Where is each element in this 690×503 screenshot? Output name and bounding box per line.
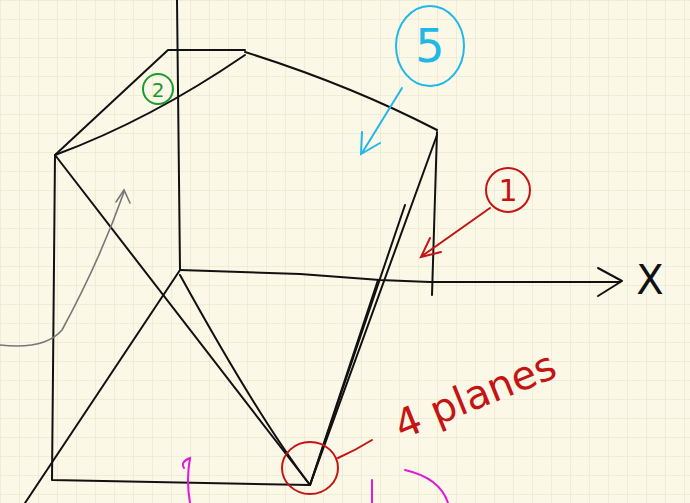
callout-number: 1: [498, 176, 517, 206]
callout-number: 5: [415, 23, 444, 69]
cube-top-curve: [245, 52, 437, 130]
leader-arrowhead: [361, 132, 380, 154]
x-axis: [180, 270, 620, 282]
pointer-arrowhead: [116, 190, 130, 203]
magenta-mark: [371, 480, 373, 503]
x-axis-arrowhead: [598, 268, 622, 296]
callout-number: 2: [152, 80, 165, 100]
cube-top-diagonal: [55, 55, 245, 155]
cube-plane-line: [310, 280, 378, 485]
vertex-circle: [282, 442, 338, 494]
cube-face-diagonal: [55, 155, 310, 485]
z-axis: [25, 270, 180, 503]
magenta-mark: [405, 470, 448, 503]
leader-arrowhead: [421, 238, 441, 257]
axis-label: X: [636, 260, 663, 300]
magenta-mark: [183, 458, 190, 503]
cube-right-edge: [432, 132, 437, 295]
leader-arrow: [422, 208, 490, 256]
callout-circle: [143, 74, 173, 104]
vertical-axis: [177, 0, 180, 270]
leader-arrow: [362, 88, 402, 153]
cube-plane-line: [310, 205, 405, 485]
cube-left-bottom-edge: [52, 155, 310, 485]
callout-circle: [396, 6, 464, 86]
cube-top-edge: [55, 50, 245, 155]
pointer-curve: [0, 192, 124, 346]
callout-circle: [486, 168, 530, 212]
leader-line: [338, 440, 372, 458]
cube-plane-line: [180, 275, 310, 485]
